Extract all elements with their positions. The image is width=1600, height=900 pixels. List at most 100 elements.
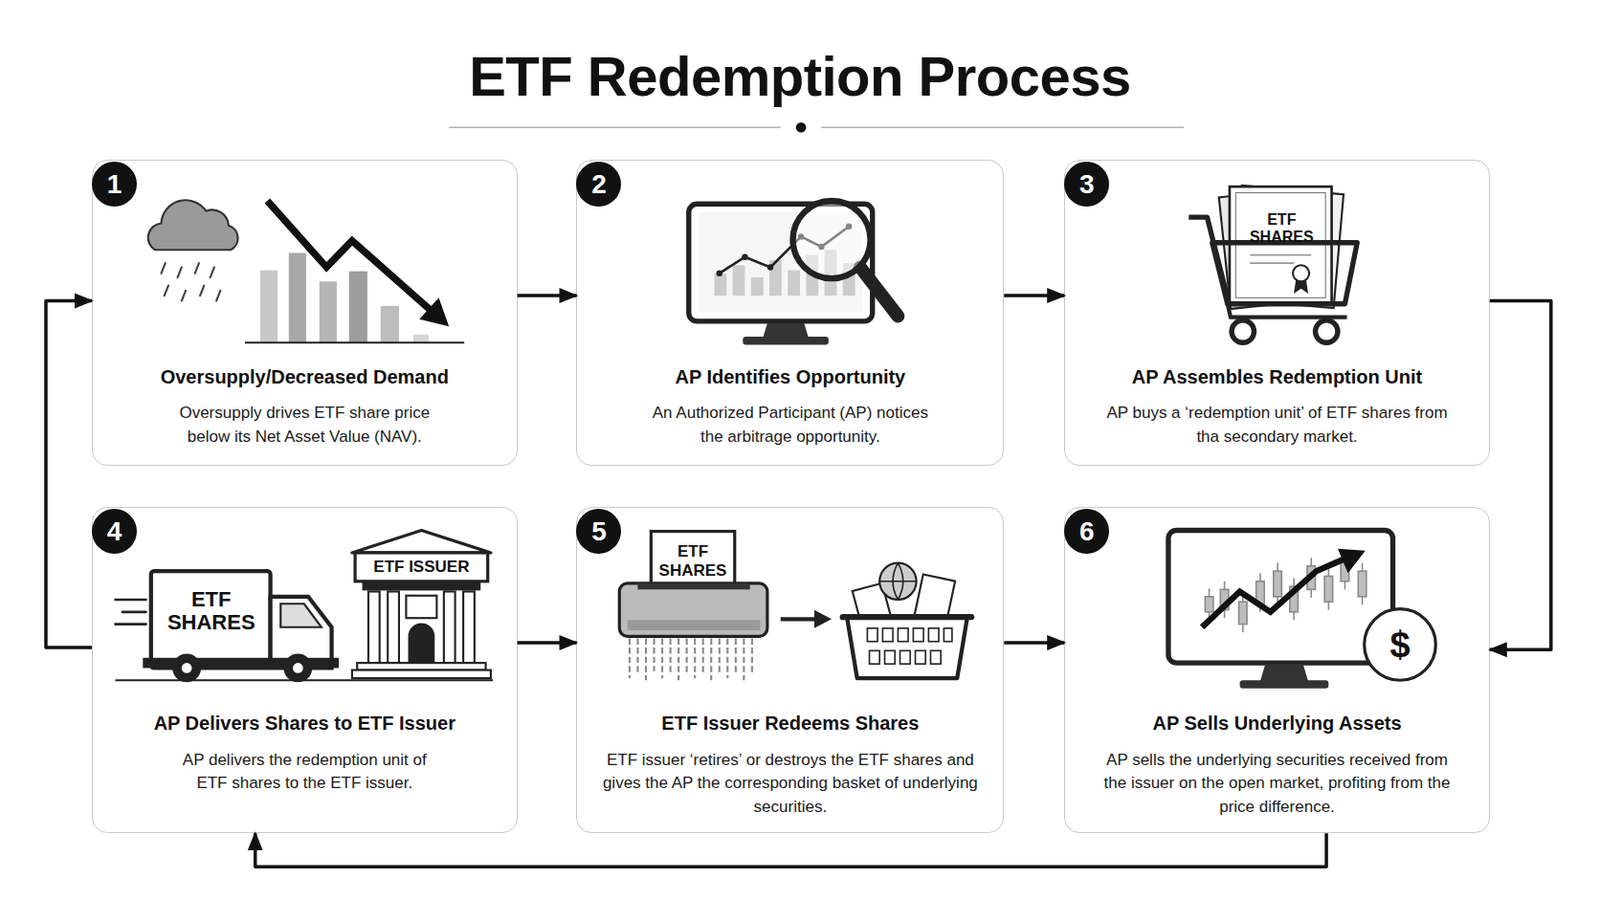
illustrations-part [1240,680,1330,689]
illustrations-part [742,336,829,346]
illustrations-part [405,596,437,619]
flow-arrow [517,293,578,298]
illustrations-part [866,628,878,643]
conversion-arrow [780,610,832,629]
illustrations-part [710,639,712,682]
illustrations-part [796,122,807,134]
illustrations-part [716,270,723,277]
illustrations-part [686,639,689,673]
illustrations-part [160,263,165,274]
illustrations-part [677,639,680,682]
illustrations-part [1235,193,1326,299]
step-description: An Authorized Participant (AP) notices t… [644,401,936,449]
illustrations-part [879,563,916,600]
illustrations-part [355,553,489,582]
illustrations-part [793,200,871,279]
illustrations-part [1223,581,1226,619]
illustrations-part [380,306,400,343]
step-number: 2 [576,161,622,207]
illustrations-part [114,679,493,682]
flow-arrow [1489,301,1552,651]
illustrations-part [1310,557,1312,599]
illustrations-part [1227,304,1348,318]
illustrations-part [734,639,737,676]
step-number: 4 [91,509,137,555]
illustrations-part [1260,664,1309,682]
step-heading: ETF Issuer Redeems Shares [577,711,1003,736]
trading-monitor-icon [1168,530,1436,689]
illustrations-part [195,263,200,274]
illustrations-part [200,286,204,297]
illustrations-part [726,639,729,680]
process-step-box: 1Oversupply/Decreased DemandOversupply d… [91,159,518,467]
illustrations-part [879,563,916,600]
step-description: ETF issuer ‘retires’ or destroys the ETF… [601,749,980,821]
illustrations-part [387,591,400,664]
illustrations-part [1204,597,1214,613]
illustrations-part [1168,530,1394,664]
illustrations-part [181,290,186,302]
illustrations-part [1273,571,1283,598]
illustrations-part [702,639,705,676]
diagram-title: ETF Redemption Process [0,42,1600,112]
delivery-truck-icon [114,571,493,683]
illustrations-part [164,286,169,297]
shopping-cart-icon [1188,185,1357,343]
illustrations-part [716,223,853,277]
step-number: 5 [576,509,622,555]
illustrations-part [805,255,819,297]
illustrations-part [619,583,768,637]
illustrations-part [1231,320,1254,343]
illustrations-part [1220,589,1229,610]
illustrations-part [160,263,221,301]
illustrations-part [356,663,486,670]
illustrations-part [930,650,941,665]
step-heading: AP Identifies Opportunity [577,364,1003,390]
illustrations-part [688,203,873,322]
step-number: 6 [1064,509,1110,555]
monitor-magnifier-icon [688,200,899,345]
process-step-box: 6 AP Sells Underlying Assets AP sells the … [1064,507,1490,834]
illustrations-part [814,610,832,629]
illustrations-part [869,650,881,665]
process-step-box: 2 AP Identifies Opportunity An Authorized … [576,159,1004,467]
flow-arrow [1003,641,1065,645]
illustrations-part [1293,279,1309,294]
illustrations-part [352,670,491,680]
illustrations-part [448,126,781,129]
illustrations-part [798,233,804,240]
step-heading: AP Sells Underlying Assets [1065,711,1489,736]
step-description: AP buys a ‘redemption unit’ of ETF share… [1106,401,1448,449]
illustrations-part [713,249,855,296]
process-step-box: 4AP Delivers Shares to ETF IssuerAP deli… [91,507,518,834]
illustrations-part [352,530,491,553]
illustrations-part [866,628,953,665]
step-description: AP sells the underlying securities recei… [1101,749,1454,821]
securities-basket-icon [843,563,972,679]
illustrations-part [114,600,146,625]
illustrations-part [349,271,368,344]
illustrations-part [368,591,475,664]
illustrations-part [1249,254,1312,257]
illustrations-part [741,254,748,261]
illustrations-part [1256,581,1266,604]
illustrations-part [652,639,655,672]
illustrations-part [628,639,631,680]
illustrations-part [843,263,856,296]
illustrations-part [463,591,475,664]
illustrations-part [114,599,146,602]
illustrations-part [636,639,639,674]
illustrations-part [767,264,774,270]
illustrations-part [444,591,456,664]
step-heading: AP Delivers Shares to ETF Issuer [92,711,517,736]
illustrations-part [882,628,893,643]
illustrations [114,122,1436,689]
illustrations-part [270,597,333,669]
illustrations-part [650,532,734,592]
illustrations-part [1328,568,1331,611]
illustrations-part [288,252,307,343]
illustrations-part [1344,551,1347,591]
issuer-building-icon [352,530,491,679]
connector-group [45,295,1552,867]
illustrations-part [860,266,898,316]
